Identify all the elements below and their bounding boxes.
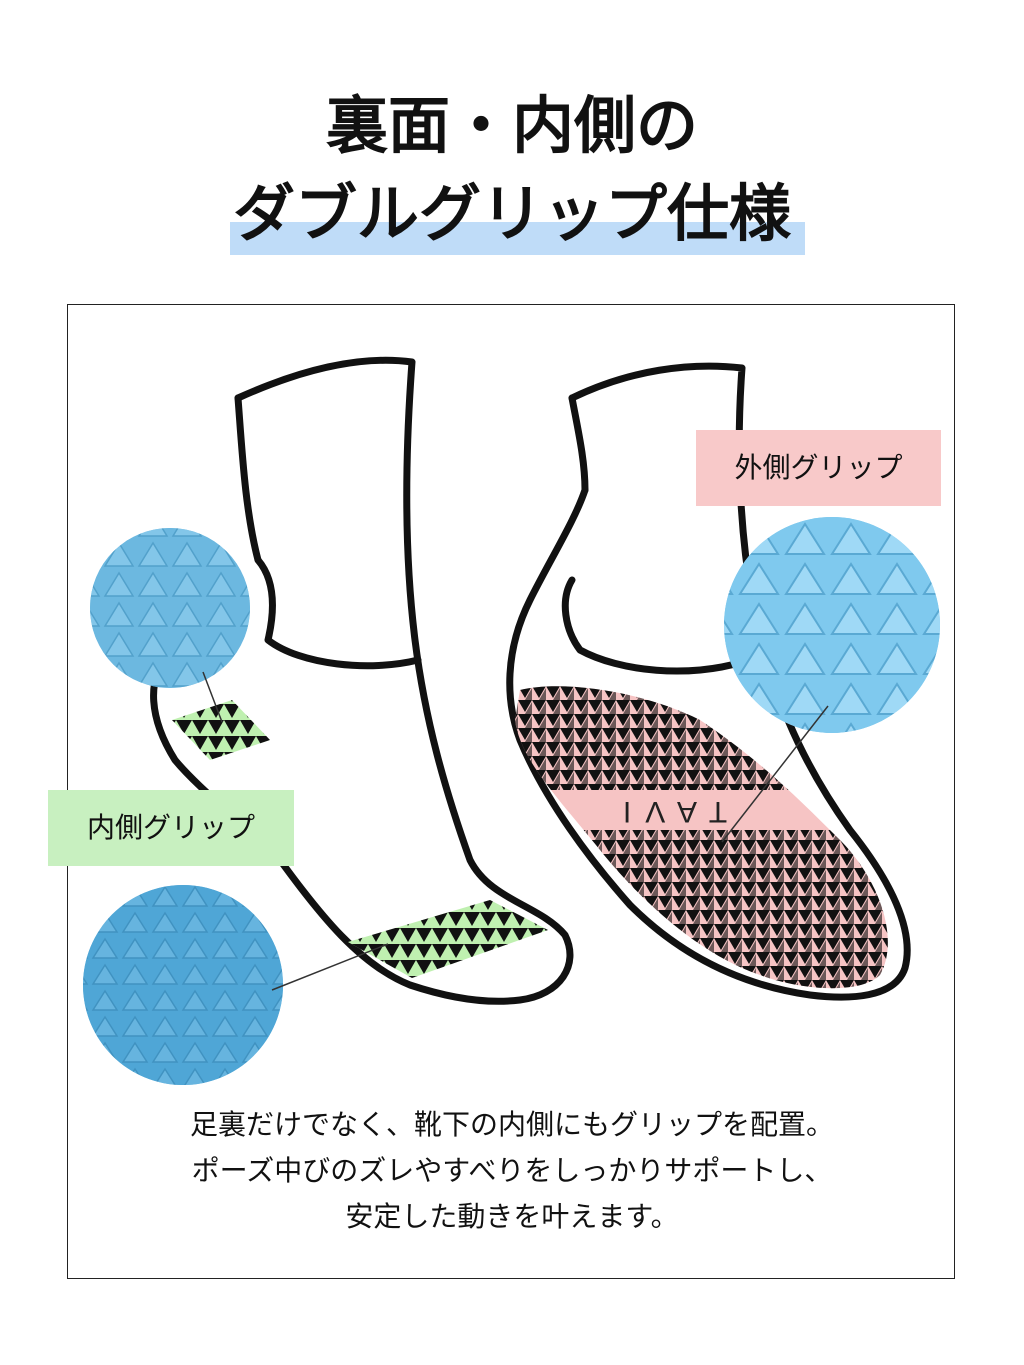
sole-brand-text: TAVI — [609, 795, 727, 828]
title-highlight — [230, 222, 805, 255]
description-line3: 安定した動きを叶えます。 — [345, 1200, 679, 1233]
closeup-inner-grip-bottom — [83, 885, 283, 1085]
outer-grip-label: 外側グリップ — [696, 430, 941, 506]
leader-lines — [202, 671, 829, 991]
closeup-outer-grip — [724, 517, 940, 733]
description-line1: 足裏だけでなく、靴下の内側にもグリップを配置。 — [189, 1108, 834, 1141]
description: 足裏だけでなく、靴下の内側にもグリップを配置。 ポーズ中びのズレやすべりをしっか… — [80, 1102, 944, 1240]
inner-grip-label: 内側グリップ — [48, 790, 294, 866]
inner-grip-patch-bottom — [348, 900, 548, 978]
page-title-line2: ダブルグリップ仕様 — [232, 177, 791, 250]
description-line2: ポーズ中びのズレやすべりをしっかりサポートし、 — [191, 1154, 833, 1187]
closeup-inner-grip-top — [90, 528, 250, 688]
page-title-line1: 裏面・内側の — [325, 89, 698, 162]
inner-grip-patch-top — [172, 700, 270, 760]
